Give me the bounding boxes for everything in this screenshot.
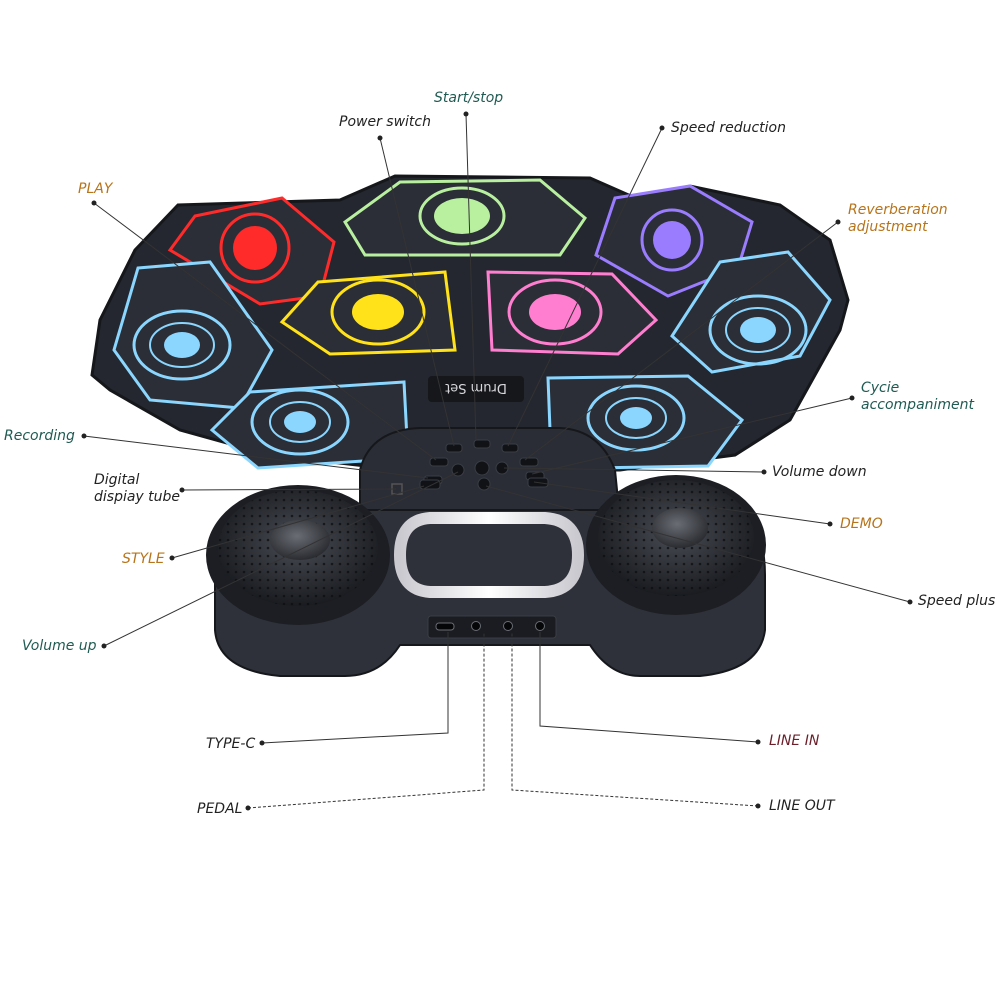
label-volume-down: Volume down xyxy=(772,464,867,480)
leader-recording xyxy=(83,435,429,479)
leader-dots xyxy=(81,111,913,811)
leader-power-switch xyxy=(379,137,455,447)
label-pedal: PEDAL xyxy=(197,801,243,817)
leader-style xyxy=(171,485,425,559)
label-digital-line2: dispiay tube xyxy=(94,489,181,505)
pad-purple[interactable] xyxy=(594,184,754,298)
pad-yellow[interactable] xyxy=(279,270,457,356)
port-panel xyxy=(427,615,557,639)
pad-green[interactable] xyxy=(343,178,587,257)
speaker-left xyxy=(206,485,390,625)
leader-line-in xyxy=(539,632,759,743)
label-reverberation-line2: adjustment xyxy=(848,219,928,235)
label-start-stop: Start/stop xyxy=(434,90,504,106)
label-cycle-line1: Cycie xyxy=(861,380,900,396)
leader-demo xyxy=(533,481,831,525)
leader-speed-reduction xyxy=(507,127,663,447)
label-speed-plus: Speed plus xyxy=(918,593,996,609)
leader-speed-plus xyxy=(485,485,911,603)
label-cycle-line2: accompaniment xyxy=(861,397,975,413)
pedal-jack[interactable] xyxy=(471,621,481,631)
leader-start-stop xyxy=(465,113,477,441)
pad-blue-right[interactable] xyxy=(670,250,832,374)
label-type-c: TYPE-C xyxy=(206,736,256,752)
brand-text: Drum Set xyxy=(445,380,507,395)
leader-line-out xyxy=(511,632,759,807)
leader-lines xyxy=(83,113,911,809)
label-speed-reduction: Speed reduction xyxy=(671,120,786,136)
speed-reduction-button[interactable] xyxy=(501,443,519,453)
control-panel xyxy=(359,427,622,521)
line-in-jack[interactable] xyxy=(535,621,545,631)
label-volume-up: Volume up xyxy=(22,638,97,654)
line-out-jack[interactable] xyxy=(503,621,513,631)
label-reverberation-line1: Reverberation xyxy=(848,202,948,218)
label-line-out: LINE OUT xyxy=(769,798,835,814)
leader-play xyxy=(93,202,437,461)
label-line-in: LINE IN xyxy=(769,733,820,749)
label-power-switch: Power switch xyxy=(339,114,431,130)
leader-digital xyxy=(181,488,397,491)
speaker-right xyxy=(586,475,766,615)
leader-cycle xyxy=(531,397,853,475)
label-recording: Recording xyxy=(4,428,75,444)
label-play: PLAY xyxy=(78,181,113,197)
label-style: STYLE xyxy=(122,551,165,567)
speed-plus-button[interactable] xyxy=(477,477,491,491)
brand-badge xyxy=(428,376,524,402)
reverb-button[interactable] xyxy=(519,457,539,467)
light-ring xyxy=(393,512,585,598)
play-button[interactable] xyxy=(429,457,449,467)
center-button[interactable] xyxy=(474,460,490,476)
leader-pedal xyxy=(247,632,485,809)
label-digital-line1: Digital xyxy=(94,472,140,488)
leader-volume-up xyxy=(103,471,459,647)
label-digital: Digital dispiay tube xyxy=(94,472,180,506)
label-reverberation: Reverberation adjustment xyxy=(848,202,948,236)
leader-volume-down xyxy=(503,467,765,473)
pad-blue-left[interactable] xyxy=(112,260,274,410)
pad-blue-low-left[interactable] xyxy=(209,380,410,470)
label-demo: DEMO xyxy=(840,516,883,532)
label-cycle: Cycie accompaniment xyxy=(861,380,974,414)
style-button[interactable] xyxy=(419,479,441,490)
leader-reverberation xyxy=(524,221,839,461)
type-c-port[interactable] xyxy=(435,622,455,631)
leader-type-c xyxy=(261,632,449,744)
start-stop-button[interactable] xyxy=(473,439,491,449)
